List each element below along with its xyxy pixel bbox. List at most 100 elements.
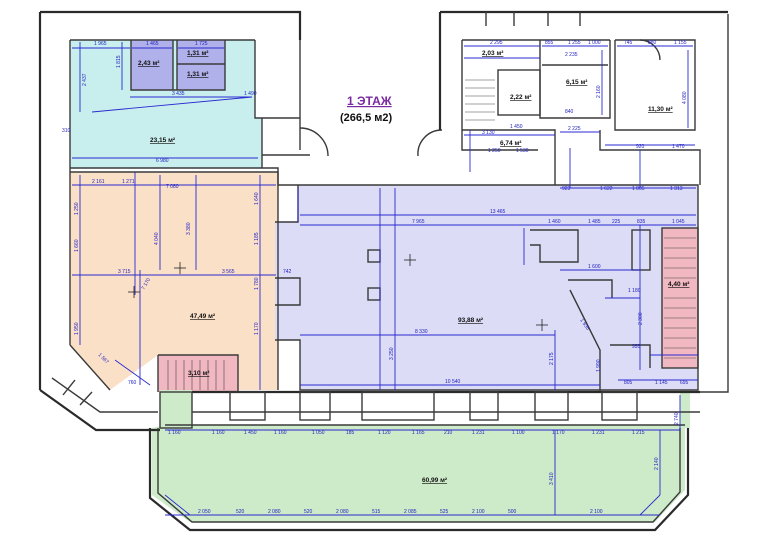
dim-label: 2 080 [336, 509, 349, 515]
dim-label: 520 [236, 509, 245, 515]
dim-label: 3 130 [482, 130, 495, 136]
dim-label: 1 485 [588, 219, 601, 225]
dim-label: 1 490 [244, 91, 257, 97]
stair-left-fill [158, 355, 238, 392]
dim-label: 1 622 [600, 186, 613, 192]
dim-label: 1 465 [146, 41, 159, 47]
dim-label: 1 640 [254, 192, 260, 205]
dim-label: 805 [624, 380, 633, 386]
dim-label: 2 437 [82, 73, 88, 86]
dim-label: 1 145 [655, 380, 668, 386]
dim-label: 525 [440, 509, 449, 515]
dim-label: 1 660 [74, 239, 80, 252]
room-small-c-fill [177, 64, 225, 90]
dim-label: 225 [612, 219, 621, 225]
room-green-fill [152, 425, 685, 522]
dim-label: 185 [346, 430, 355, 436]
dimension-lines [72, 42, 698, 516]
dim-label: 855 [545, 40, 554, 46]
dim-label: 840 [565, 109, 574, 115]
dim-label: 1 100 [512, 430, 525, 436]
room-green-strip [160, 390, 192, 428]
dimension-labels: 1 965 1 465 1 725 2 437 1 815 3 435 1 49… [62, 40, 689, 515]
dim-label: 4 040 [154, 232, 160, 245]
dim-label: 7 080 [166, 184, 179, 190]
dim-label: 6 980 [156, 158, 169, 164]
dim-label: 1 780 [254, 277, 260, 290]
room-green-strip-right [680, 390, 690, 428]
dim-label: 742 [283, 269, 292, 275]
room-peach-fill [70, 172, 278, 390]
dim-label: 695 [680, 380, 689, 386]
dim-label: 1 530 [516, 148, 529, 154]
dim-label: 1 231 [472, 430, 485, 436]
room-label-green: 60,99 м² [422, 477, 448, 484]
room-label-stair-right: 4,40 м² [668, 281, 690, 288]
dim-label: 3 410 [549, 472, 555, 485]
dim-label: 955 [632, 344, 641, 350]
dim-label: 1 050 [312, 430, 325, 436]
dim-label: 2 300 [638, 312, 644, 325]
room-small-b-fill [177, 40, 225, 64]
dim-label: 515 [372, 509, 381, 515]
dim-label: 1 965 [94, 41, 107, 47]
dim-label: 1 950 [74, 322, 80, 335]
room-label-r203: 2,03 м² [482, 50, 504, 57]
room-lavender-fill [275, 185, 698, 390]
room-label-r222: 2,22 м² [510, 94, 532, 101]
dim-label: 3 435 [172, 91, 185, 97]
room-label-r615: 6,15 м² [566, 79, 588, 86]
dim-label: 500 [508, 509, 517, 515]
dim-label: 1 120 [378, 430, 391, 436]
dim-label: 1 170 [254, 322, 260, 335]
dim-label: 1 470 [672, 144, 685, 150]
dim-label: 1 155 [674, 40, 687, 46]
stair-left-steps [167, 360, 225, 390]
dim-label: 745 [624, 40, 633, 46]
dim-label: 520 [304, 509, 313, 515]
room-label-r1130: 11,30 м² [648, 106, 674, 113]
dim-label: 1 990 [596, 359, 602, 372]
dim-label: 2 085 [404, 509, 417, 515]
dim-label: 1 255 [568, 40, 581, 46]
dim-label: 880 [648, 40, 657, 46]
dim-label: 10 540 [445, 379, 461, 385]
dim-label: 2 161 [92, 179, 105, 185]
dim-label: 310 [62, 128, 71, 134]
dim-label: 4 080 [682, 91, 688, 104]
dim-label: 3 715 [118, 269, 131, 275]
dim-label: 3 380 [186, 222, 192, 235]
dim-label: 923 [562, 186, 571, 192]
dim-label: 1 815 [116, 55, 122, 68]
floor-total-area: (266,5 м2) [340, 112, 393, 124]
dim-label: 2 080 [268, 509, 281, 515]
dim-label: 1 725 [195, 41, 208, 47]
dim-label: 1 313 [670, 186, 683, 192]
dim-label: 1 170 [552, 430, 565, 436]
room-label-small-b: 1,31 м² [187, 50, 209, 57]
dim-label: 760 [128, 380, 137, 386]
dim-label: 2 100 [590, 509, 603, 515]
markers [128, 254, 548, 331]
dim-label: 1 160 [212, 430, 225, 436]
dim-label: 3 565 [222, 269, 235, 275]
dim-label: 13 465 [490, 209, 506, 215]
dim-label: 1 600 [588, 264, 601, 270]
room-label-lavender: 93,88 м² [458, 317, 484, 324]
dim-label: 2 100 [472, 509, 485, 515]
dim-label: 1 450 [510, 124, 523, 130]
dim-label: 1 180 [628, 288, 641, 294]
floor-title: 1 ЭТАЖ [347, 94, 392, 108]
dim-label: 1 045 [672, 219, 685, 225]
dim-label: 3 250 [389, 347, 395, 360]
dim-label: 1 185 [254, 232, 260, 245]
dim-label: 1 160 [168, 430, 181, 436]
stair-right-steps [664, 237, 696, 359]
dim-label: 1 160 [274, 430, 287, 436]
dim-label: 7 965 [412, 219, 425, 225]
dim-label: 2 740 [674, 412, 680, 425]
dim-label: 1 805 [632, 186, 645, 192]
dim-label: 1 450 [244, 430, 257, 436]
dim-label: 7 170 [141, 277, 153, 291]
dim-label: 1 271 [122, 179, 135, 185]
